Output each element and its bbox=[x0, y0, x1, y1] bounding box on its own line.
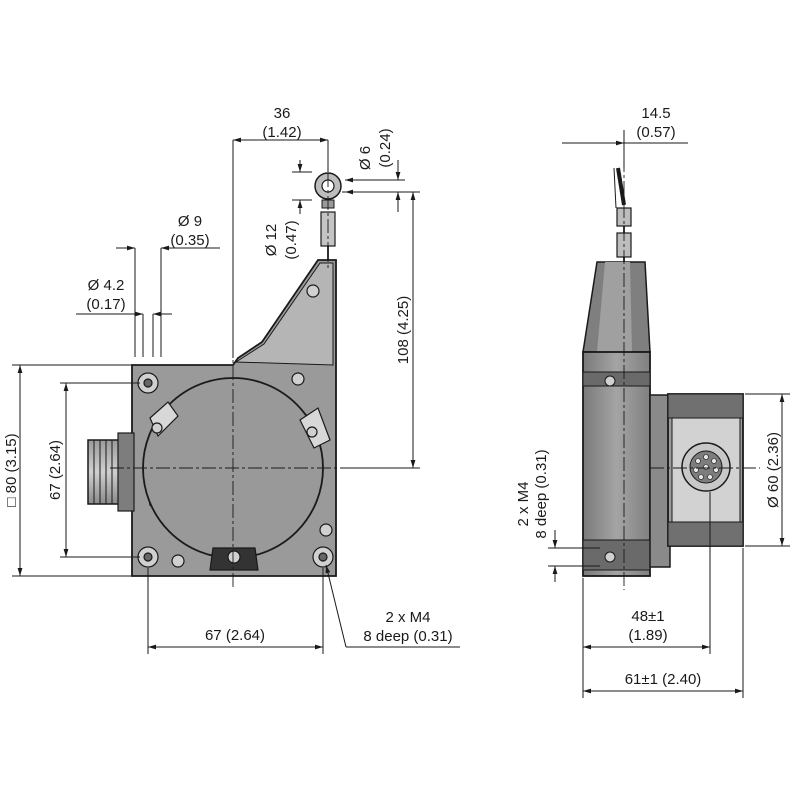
dim-d12: Ø 12 bbox=[263, 224, 280, 257]
dim-d6-inch: (0.24) bbox=[377, 128, 394, 167]
dim-14-5: 14.5 bbox=[641, 105, 670, 122]
label-m4: 2 x M4 bbox=[385, 609, 430, 626]
side-cable bbox=[616, 167, 626, 206]
dim-d9-inch: (0.35) bbox=[170, 232, 209, 249]
dim-67-vertical: 67 (2.64) bbox=[47, 440, 64, 500]
dim-d9: Ø 9 bbox=[178, 213, 202, 230]
dim-67-horizontal: 67 (2.64) bbox=[205, 627, 265, 644]
dim-48: 48±1 bbox=[631, 608, 664, 625]
side-mount-plate bbox=[649, 394, 671, 568]
dim-108: 108 (4.25) bbox=[395, 296, 412, 364]
label-side-m4: 2 x M4 bbox=[515, 481, 532, 526]
label-m4-deep: 8 deep (0.31) bbox=[363, 628, 452, 645]
side-housing bbox=[582, 351, 651, 577]
dim-36: 36 bbox=[274, 105, 291, 122]
dim-61: 61±1 (2.40) bbox=[625, 671, 702, 688]
front-connector-nut bbox=[117, 432, 135, 512]
dim-d42-inch: (0.17) bbox=[86, 296, 125, 313]
dim-d42: Ø 4.2 bbox=[88, 277, 125, 294]
dim-d6: Ø 6 bbox=[357, 146, 374, 170]
side-view: 14.5 (0.57) Ø 60 (2.36) 2 x M4 8 deep (0… bbox=[515, 105, 790, 698]
dim-36-inch: (1.42) bbox=[262, 124, 301, 141]
dim-14-5-inch: (0.57) bbox=[636, 124, 675, 141]
label-side-m4-deep: 8 deep (0.31) bbox=[533, 449, 550, 538]
dim-80: □ 80 (3.15) bbox=[3, 433, 20, 506]
dim-d60: Ø 60 (2.36) bbox=[765, 432, 782, 508]
front-view: 36 (1.42) Ø 6 (0.24) Ø 12 (0.47) 108 (4.… bbox=[3, 105, 460, 654]
dim-48-inch: (1.89) bbox=[628, 627, 667, 644]
front-screws bbox=[137, 284, 334, 568]
dim-d12-inch: (0.47) bbox=[283, 220, 300, 259]
